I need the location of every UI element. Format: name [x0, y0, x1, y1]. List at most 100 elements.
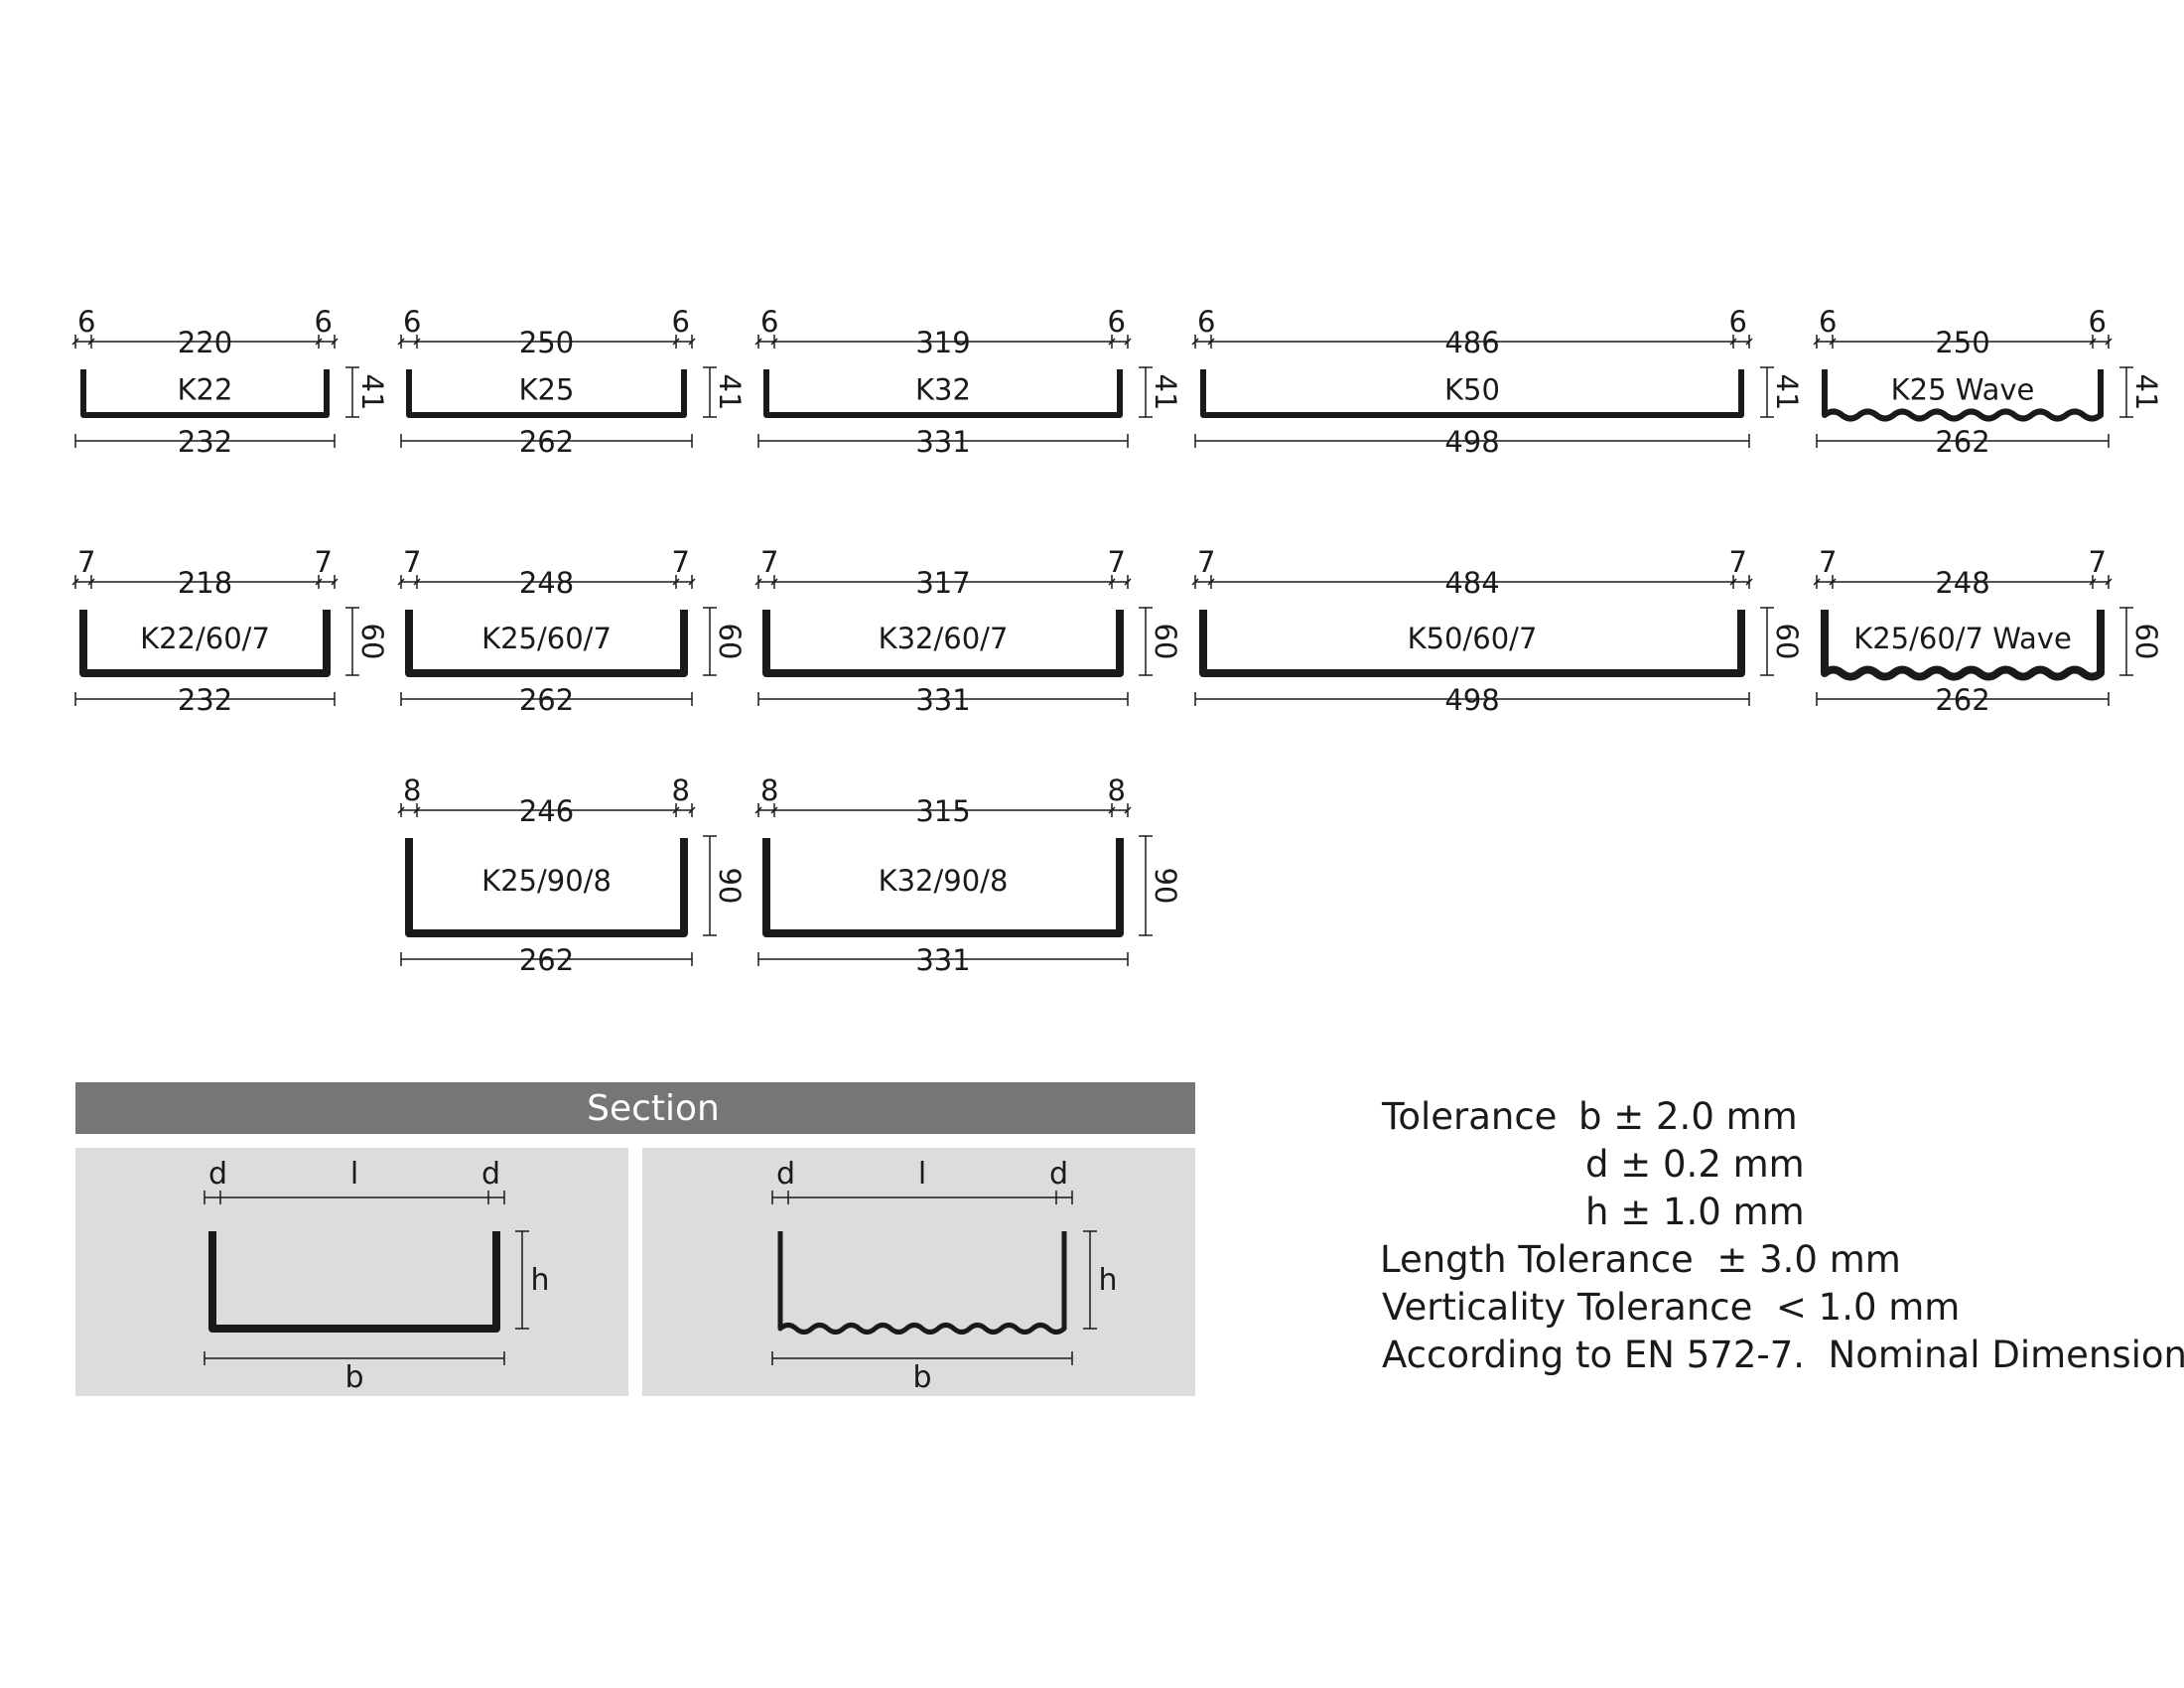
dimension-right-d: 8: [1108, 774, 1126, 807]
dimension-l: 250: [519, 326, 574, 359]
dimension-arrow: [672, 806, 680, 814]
dimension-arrow: [1124, 806, 1132, 814]
dimension-arrow: [754, 338, 762, 346]
dimension-arrow: [672, 578, 680, 586]
dimension-arrow: [1829, 578, 1837, 586]
dimension-l: 246: [519, 794, 574, 828]
dimension-arrow: [2105, 338, 2113, 346]
dimension-arrow: [331, 578, 339, 586]
profile-name: K50: [1444, 373, 1500, 407]
profile-name: K32: [915, 373, 971, 407]
dimension-arrow: [2089, 338, 2097, 346]
dimension-h: 60: [2129, 624, 2163, 660]
dimension-l: 484: [1444, 566, 1499, 600]
dimension-arrow: [397, 806, 405, 814]
dimension-arrow: [315, 338, 323, 346]
dimension-arrow: [1745, 338, 1753, 346]
dimension-b: 262: [519, 425, 574, 459]
dimension-l: 250: [1935, 326, 1989, 359]
dimension-h: 60: [713, 624, 747, 660]
dimension-l: l: [350, 1157, 358, 1192]
dimension-b: 262: [519, 943, 574, 977]
profile-name: K25/60/7 Wave: [1853, 622, 2072, 655]
dimension-arrow: [1813, 338, 1821, 346]
dimension-arrow: [770, 338, 778, 346]
tolerance-verticality: Verticality Tolerance < 1.0 mm: [1382, 1286, 1961, 1329]
tolerance-d: d ± 0.2 mm: [1585, 1143, 1805, 1186]
dimension-b: 331: [915, 425, 970, 459]
dimension-left-d: d: [776, 1157, 795, 1192]
dimension-arrow: [1108, 806, 1116, 814]
dimension-right-d: 7: [672, 545, 690, 579]
dimension-arrow: [1191, 578, 1199, 586]
dimension-right-d: 6: [2089, 305, 2107, 339]
dimension-arrow: [71, 578, 79, 586]
dimension-b: 262: [1935, 425, 1989, 459]
tolerance-length: Length Tolerance ± 3.0 mm: [1380, 1238, 1901, 1281]
dimension-arrow: [770, 578, 778, 586]
dimension-arrow: [1813, 578, 1821, 586]
profile-name: K25/60/7: [481, 622, 612, 655]
dimension-arrow: [754, 578, 762, 586]
section-title: Section: [587, 1088, 720, 1129]
profile-shape: [208, 1231, 500, 1333]
dimension-arrow: [754, 806, 762, 814]
profile-shape: [405, 838, 688, 937]
dimension-left-d: 6: [77, 305, 95, 339]
dimension-arrow: [71, 338, 79, 346]
dimension-right-d: 7: [1108, 545, 1126, 579]
dimension-arrow: [1745, 578, 1753, 586]
dimension-arrow: [2105, 578, 2113, 586]
dimension-arrow: [1124, 338, 1132, 346]
dimension-right-d: d: [1049, 1157, 1068, 1192]
dimension-arrow: [688, 806, 696, 814]
dimension-h: 60: [1149, 624, 1182, 660]
profile-shape: [762, 838, 1124, 937]
profile-shape: [1821, 610, 2105, 681]
dimension-h: 41: [713, 374, 747, 411]
dimension-arrow: [413, 578, 421, 586]
profile-shape: [763, 369, 1123, 418]
dimension-arrow: [413, 806, 421, 814]
dimension-b: 331: [915, 943, 970, 977]
dimension-h: h: [530, 1263, 549, 1298]
dimension-left-d: 7: [1819, 545, 1837, 579]
dimension-arrow: [87, 338, 95, 346]
profile-shape: [406, 369, 687, 418]
dimension-right-d: 7: [1729, 545, 1747, 579]
dimension-b: 498: [1444, 683, 1499, 717]
profile-shape: [80, 369, 330, 418]
dimension-left-d: 6: [760, 305, 778, 339]
dimension-l: 486: [1444, 326, 1499, 359]
dimension-arrow: [397, 338, 405, 346]
dimension-b: 232: [178, 683, 232, 717]
dimension-left-d: 7: [403, 545, 421, 579]
dimension-b: 232: [178, 425, 232, 459]
dimension-left-d: d: [208, 1157, 227, 1192]
profile-shape: [1199, 610, 1745, 677]
dimension-h: 60: [1770, 624, 1804, 660]
dimension-arrow: [770, 806, 778, 814]
dimension-arrow: [331, 338, 339, 346]
dimension-h: 90: [1149, 868, 1182, 905]
dimension-b: 498: [1444, 425, 1499, 459]
dimension-right-d: 6: [672, 305, 690, 339]
dimension-l: 317: [915, 566, 970, 600]
dimension-arrow: [1829, 338, 1837, 346]
profile-name: K32/60/7: [879, 622, 1009, 655]
dimension-b: 262: [1935, 683, 1989, 717]
dimension-h: 60: [355, 624, 389, 660]
dimension-arrow: [1191, 338, 1199, 346]
